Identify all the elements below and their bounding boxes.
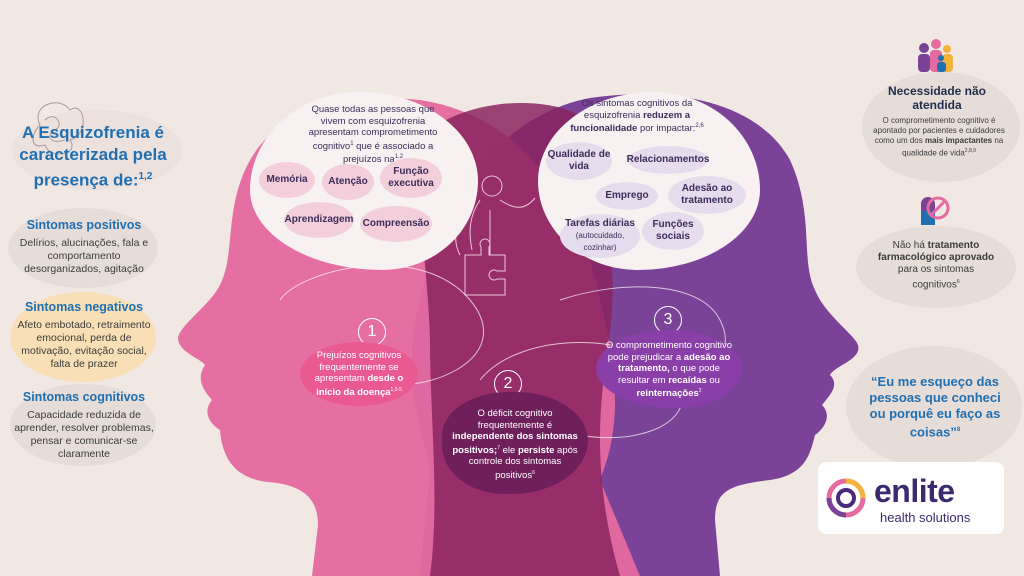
section-cognitive: Sintomas cognitivos Capacidade reduzida … <box>14 390 154 461</box>
section-heading: Sintomas positivos <box>26 218 142 232</box>
pill-memoria: Memória <box>259 162 315 198</box>
enlite-logo-icon <box>826 478 866 518</box>
pill-adesao-ao-tratamento: Adesão ao tratamento <box>668 176 746 214</box>
scribble-brain-icon <box>32 102 84 155</box>
need-title: Necessidade não atendida <box>887 84 987 112</box>
treat-body: Não há tratamento farmacológico aprovado… <box>877 240 995 291</box>
section-body: Delírios, alucinações, fala e comportame… <box>19 237 149 275</box>
purple-intro: Os sintomas cognitivos da esquizofrenia … <box>570 98 704 135</box>
section-body: Afeto embotado, retraimento emocional, p… <box>17 319 151 370</box>
section-heading: Sintomas cognitivos <box>22 390 146 404</box>
quote-text: “Eu me esqueço das pessoas que conheci o… <box>869 374 1001 440</box>
pill-tarefas-diarias: Tarefas diárias(autocuidado, cozinhar) <box>560 214 640 258</box>
step-2-text: O déficit cognitivo frequentemente é ind… <box>452 408 578 481</box>
section-body: Capacidade reduzida de aprender, resolve… <box>14 409 154 460</box>
pink-intro: Quase todas as pessoas que vivem com esq… <box>308 104 438 166</box>
logo-card <box>818 462 1004 534</box>
main-title: A Esquizofrenia é caracterizada pela pre… <box>19 123 167 190</box>
logo-name: enlite <box>874 473 955 509</box>
step-3-blob <box>596 330 742 408</box>
pill-atencao: Atenção <box>322 164 374 200</box>
people-group-icon <box>918 39 953 72</box>
pill-relacionamentos: Relacionamentos <box>627 146 709 174</box>
title-blob <box>12 110 182 190</box>
quote-blob <box>846 346 1022 468</box>
step-3-text: O comprometimento cognitivo pode prejudi… <box>605 340 733 400</box>
logo-tagline: health solutions <box>880 510 971 525</box>
section-negative: Sintomas negativos Afeto embotado, retra… <box>14 300 154 371</box>
section-positive: Sintomas positivos Delírios, alucinações… <box>14 218 154 276</box>
section-heading: Sintomas negativos <box>24 300 144 314</box>
need-blob <box>862 72 1020 182</box>
step-2-blob <box>442 392 588 494</box>
positive-blob <box>8 208 158 288</box>
pill-funcoes-sociais: Funções sociais <box>642 212 704 250</box>
cognitive-blob <box>10 384 156 466</box>
negative-blob <box>10 292 156 382</box>
step-1-text: Prejuízos cognitivos frequentemente se a… <box>314 350 404 398</box>
need-body: O comprometimento cognitivo é apontado p… <box>873 116 1005 158</box>
thinker-sketch-icon <box>455 175 536 296</box>
pill-qualidade-de-vida: Qualidade de vida <box>546 142 612 180</box>
no-pill-icon <box>921 196 950 225</box>
step-1-blob <box>300 342 418 406</box>
pill-aprendizagem: Aprendizagem <box>284 202 354 238</box>
treat-blob <box>856 226 1016 308</box>
pill-emprego: Emprego <box>596 182 658 210</box>
pill-funcao-executiva: Função executiva <box>380 158 442 198</box>
pill-compreensao: Compreensão <box>360 206 432 242</box>
